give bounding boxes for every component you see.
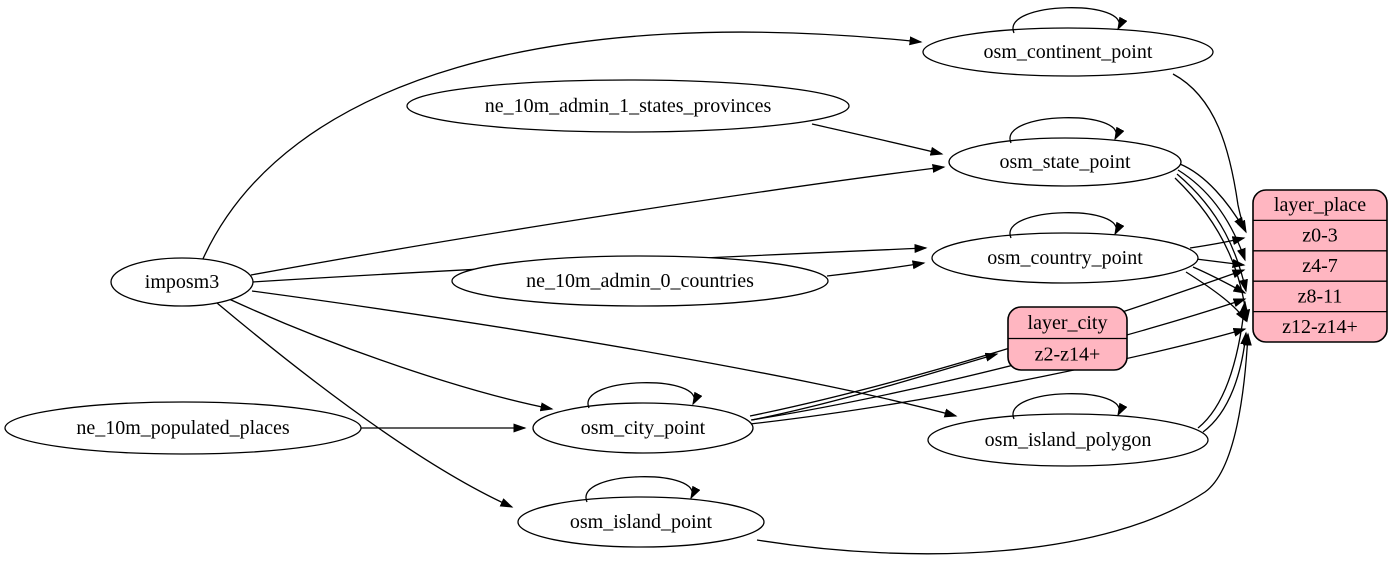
edge-osm_island_point-to-layer_place:z12-z14+ — [756, 332, 1252, 555]
edge-imposm3-to-osm_state_point — [250, 163, 946, 276]
layer_city-row-z2-z14+: z2-z14+ — [1035, 343, 1101, 365]
ne_10m_admin_0_countries-shape — [451, 255, 829, 307]
node-osm_state_point: osm_state_point — [948, 117, 1182, 187]
edge-ne_10m_admin_1_states_provinces-to-osm_state_point — [811, 123, 944, 156]
edge-osm_island_point-self-loop — [585, 476, 701, 503]
osm_island_polygon-label: osm_island_polygon — [985, 429, 1152, 451]
node-osm_island_polygon: osm_island_polygon — [927, 393, 1209, 467]
node-osm_city_point: osm_city_point — [532, 382, 754, 454]
edge-osm_city_point-to-layer_place:z4-7 — [749, 269, 1246, 417]
node-osm_island_point: osm_island_point — [517, 476, 765, 548]
layer_place-row-z12-z14+: z12-z14+ — [1282, 316, 1358, 338]
layer_place-row-layer_place: layer_place — [1274, 194, 1366, 216]
edge-osm_country_point-to-layer_place:z8-11 — [1192, 266, 1247, 294]
layer_place-row-z8-11: z8-11 — [1298, 285, 1343, 307]
edge-osm_state_point-to-layer_place:z4-7 — [1177, 169, 1246, 262]
osm_state_point-shape — [948, 137, 1182, 187]
layer_place-shape — [1252, 189, 1388, 343]
edge-osm_city_point-to-layer_place:z8-11 — [750, 298, 1247, 421]
edge-osm_island_polygon-self-loop — [1012, 393, 1128, 420]
node-layer_place: layer_place z0-3 z4-7 z8-11 z12-z14+ — [1252, 189, 1388, 343]
osm_state_point-label: osm_state_point — [999, 151, 1131, 173]
node-osm_continent_point: osm_continent_point — [922, 7, 1214, 77]
edge-imposm3-to-osm_island_polygon — [251, 290, 958, 418]
ne_10m_admin_0_countries-label: ne_10m_admin_0_countries — [526, 270, 754, 292]
edge-imposm3-to-osm_city_point — [228, 298, 554, 412]
osm_island_point-label: osm_island_point — [570, 511, 713, 533]
edge-osm_state_point-to-layer_place:z0-3 — [1179, 163, 1245, 231]
node-imposm3: imposm3 — [110, 257, 254, 307]
osm_city_point-shape — [532, 402, 754, 454]
layer_place-row-z0-3: z0-3 — [1302, 225, 1338, 247]
imposm3-label: imposm3 — [145, 271, 219, 293]
edge-osm_island_polygon-to-layer_place:z8-11 — [1197, 300, 1249, 429]
ne_10m_populated_places-label: ne_10m_populated_places — [76, 417, 289, 439]
edge-osm_city_point-to-layer_place:z12-z14+ — [749, 327, 1247, 425]
osm_city_point-label: osm_city_point — [581, 417, 706, 439]
edge-osm_country_point-self-loop — [1009, 212, 1125, 239]
node-osm_country_point: osm_country_point — [931, 212, 1199, 284]
ne_10m_admin_1_states_provinces-shape — [406, 79, 850, 133]
osm_continent_point-label: osm_continent_point — [984, 41, 1153, 63]
edge-osm_state_point-self-loop — [1009, 117, 1125, 144]
nodes-layer: imposm3 ne_10m_admin_1_states_provincesne… — [4, 7, 1388, 548]
layer_city-row-layer_city: layer_city — [1028, 312, 1108, 334]
node-ne_10m_admin_1_states_provinces: ne_10m_admin_1_states_provinces — [406, 79, 850, 133]
edges-layer — [201, 31, 1252, 555]
imposm3-shape — [110, 257, 254, 307]
edge-osm_country_point-to-layer_place:z4-7 — [1195, 258, 1246, 268]
node-ne_10m_populated_places: ne_10m_populated_places — [4, 401, 362, 455]
edge-imposm3-to-osm_continent_point — [201, 31, 923, 262]
osm_country_point-shape — [931, 232, 1199, 284]
node-ne_10m_admin_0_countries: ne_10m_admin_0_countries — [451, 255, 829, 307]
node-layer_city: layer_city z2-z14+ — [1007, 306, 1128, 371]
edge-osm_state_point-to-layer_place:z8-11 — [1176, 173, 1248, 293]
osm_country_point-label: osm_country_point — [987, 247, 1143, 269]
osm_island_polygon-shape — [927, 413, 1209, 467]
edge-imposm3-to-osm_island_point — [216, 302, 514, 508]
edge-osm_city_point-to-layer_city:z2-z14+ — [751, 352, 999, 421]
edge-osm_continent_point-self-loop — [1012, 7, 1128, 34]
ne_10m_populated_places-shape — [4, 401, 362, 455]
edge-osm_country_point-to-layer_place:z0-3 — [1189, 236, 1246, 249]
edge-osm_city_point-self-loop — [587, 382, 703, 409]
osm_island_point-shape — [517, 496, 765, 548]
osm_continent_point-shape — [922, 27, 1214, 77]
ne_10m_admin_1_states_provinces-label: ne_10m_admin_1_states_provinces — [485, 95, 772, 117]
edge-ne_10m_admin_0_countries-to-osm_country_point — [826, 260, 926, 277]
layer_place-row-z4-7: z4-7 — [1302, 255, 1338, 277]
